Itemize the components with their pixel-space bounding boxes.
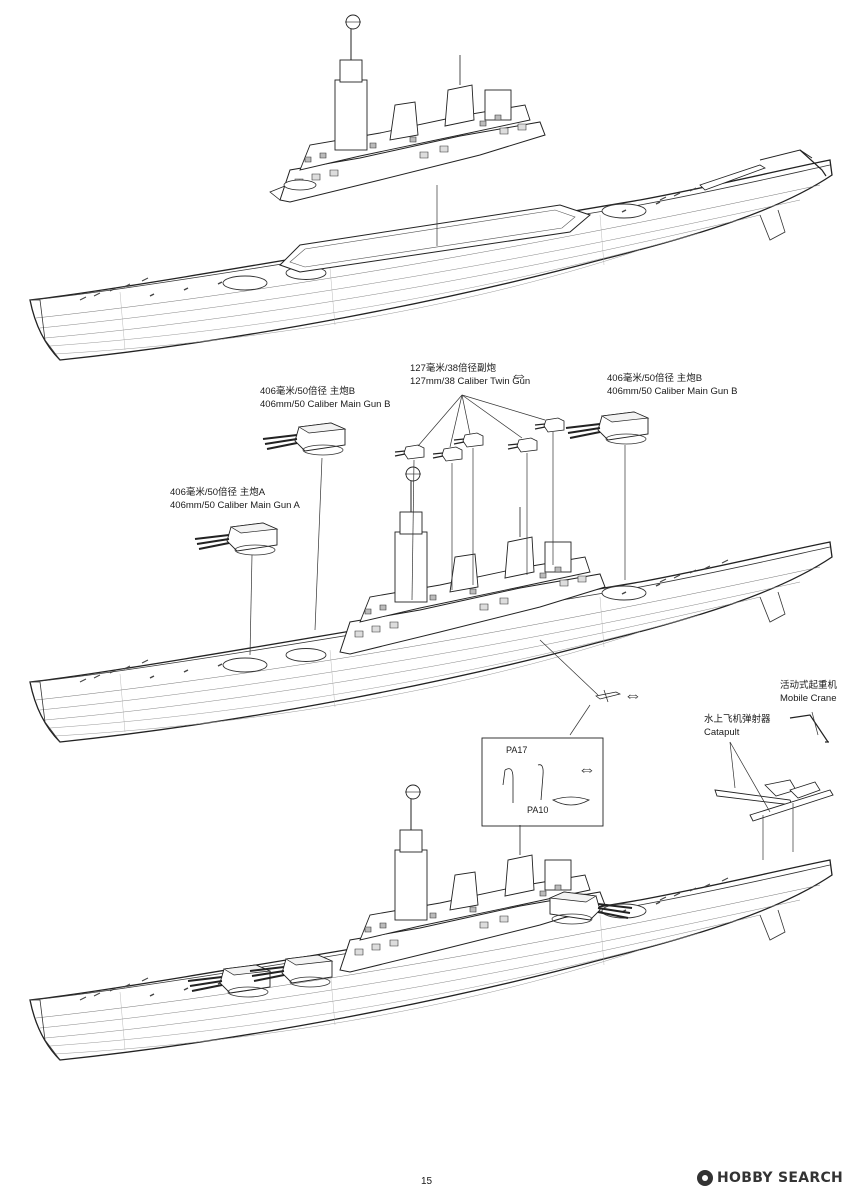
catapult-label-cn: 水上飞机弹射器 — [704, 714, 771, 725]
twin-gun-part-1 — [394, 444, 425, 460]
main-gun-a-label: 406毫米/50倍径 主炮A 406mm/50 Caliber Main Gun… — [170, 486, 300, 512]
mobile-crane-part — [789, 714, 829, 743]
ship-bottom — [29, 784, 833, 1061]
floatplane-part — [595, 689, 622, 703]
twin-gun-label-en: 127mm/38 Caliber Twin Gun — [410, 376, 531, 387]
watermark-text: HOBBY SEARCH — [717, 1170, 844, 1186]
main-gun-b-left-part — [262, 422, 346, 456]
main-gun-a-label-en: 406mm/50 Caliber Main Gun A — [170, 500, 300, 511]
part-pa10-label: PA10 — [527, 805, 549, 815]
swap-arrow-icon: ⇔ — [510, 365, 528, 385]
main-gun-b-right-label-cn: 406毫米/50倍径 主炮B — [607, 373, 703, 384]
main-gun-b-right-label: 406毫米/50倍径 主炮B 406mm/50 Caliber Main Gun… — [607, 372, 737, 398]
ship-middle — [29, 466, 833, 743]
main-gun-b-left-label-cn: 406毫米/50倍径 主炮B — [260, 386, 356, 397]
pa17-parts — [502, 764, 544, 803]
catapult-part-2 — [749, 781, 834, 822]
watermark-logo-icon — [697, 1170, 713, 1186]
twin-gun-part-2 — [432, 446, 463, 462]
twin-gun-part-3 — [453, 432, 484, 448]
main-gun-a-part — [194, 522, 278, 556]
main-gun-a-label-cn: 406毫米/50倍径 主炮A — [170, 487, 266, 498]
pa10-part — [552, 796, 590, 806]
mobile-crane-label-en: Mobile Crane — [780, 693, 837, 704]
part-pa17-label: PA17 — [506, 745, 528, 755]
swap-arrow-icon: ⇔ — [624, 685, 642, 705]
mobile-crane-label-cn: 活动式起重机 — [780, 680, 838, 691]
twin-gun-part-4 — [507, 437, 538, 453]
twin-gun-label-cn: 127毫米/38倍径副炮 — [410, 363, 497, 374]
main-gun-b-right-part — [565, 411, 649, 445]
catapult-part-1 — [714, 779, 797, 806]
watermark: HOBBY SEARCH — [697, 1170, 843, 1186]
detail-inset-box — [481, 737, 604, 827]
twin-gun-label: 127毫米/38倍径副炮 127mm/38 Caliber Twin Gun — [410, 362, 530, 388]
swap-arrow-icon: ⇔ — [578, 759, 596, 779]
main-gun-b-right-label-en: 406mm/50 Caliber Main Gun B — [607, 386, 738, 397]
catapult-label: 水上飞机弹射器 Catapult — [704, 713, 771, 739]
ship-top — [29, 14, 833, 361]
main-gun-b-left-label-en: 406mm/50 Caliber Main Gun B — [260, 399, 391, 410]
catapult-label-en: Catapult — [704, 727, 740, 738]
main-gun-b-left-label: 406毫米/50倍径 主炮B 406mm/50 Caliber Main Gun… — [260, 385, 390, 411]
mobile-crane-label: 活动式起重机 Mobile Crane — [780, 679, 837, 705]
twin-gun-part-5 — [534, 417, 565, 433]
page-number: 15 — [421, 1176, 433, 1187]
